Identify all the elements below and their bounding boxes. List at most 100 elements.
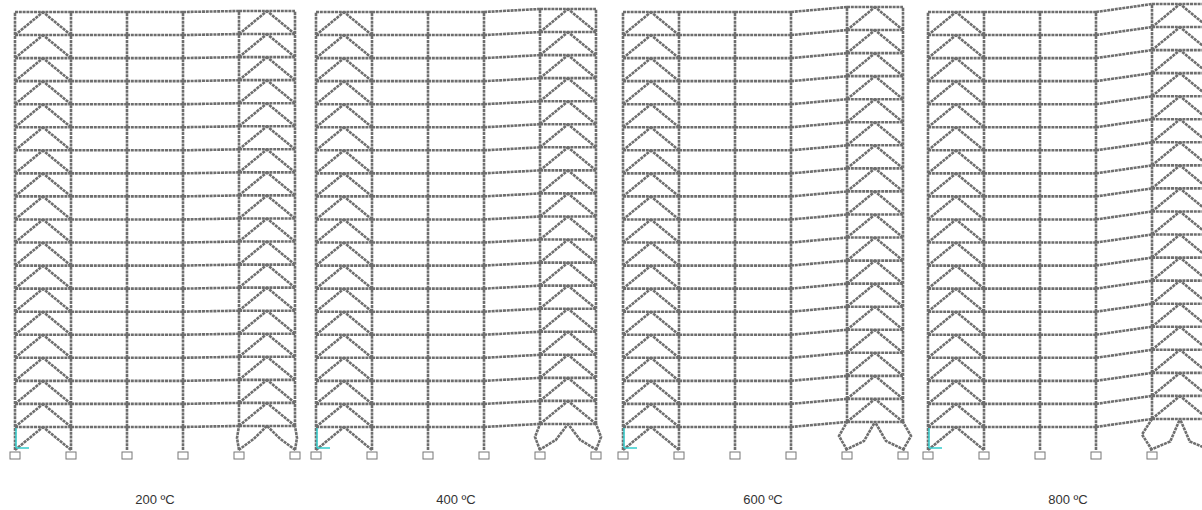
frame-member — [372, 310, 428, 313]
frame-member — [568, 263, 596, 286]
frame-member — [1152, 96, 1180, 119]
frame-member — [1151, 4, 1154, 27]
frame-member — [127, 103, 183, 106]
frame-member — [43, 35, 71, 58]
frame-member — [1180, 327, 1202, 350]
frame-member — [927, 12, 930, 35]
frame-member — [1151, 119, 1154, 142]
frame-member — [791, 238, 847, 243]
frame-member — [791, 99, 847, 104]
frame-member — [790, 150, 793, 173]
frame-member — [43, 289, 71, 312]
frame-member — [126, 427, 129, 450]
frame-member — [43, 358, 71, 381]
frame-member — [1040, 310, 1096, 313]
frame-member — [846, 53, 849, 76]
frame-member — [734, 243, 737, 266]
frame-member — [315, 127, 318, 150]
frame-member — [427, 289, 430, 312]
frame-member — [315, 243, 318, 266]
frame-member — [847, 330, 875, 353]
frame-member — [127, 241, 183, 244]
frame-member — [1096, 373, 1152, 381]
frame-member — [846, 376, 849, 399]
frame-member — [483, 335, 486, 358]
frame-member — [734, 335, 737, 358]
frame-member — [267, 172, 295, 195]
frame-member — [238, 34, 241, 57]
frame-member — [540, 193, 568, 216]
frame-member — [1039, 127, 1042, 150]
frame-member — [791, 422, 847, 427]
frame-member — [735, 333, 791, 336]
frame-member — [875, 399, 903, 422]
frame-member — [315, 219, 318, 242]
frame-member — [735, 34, 791, 37]
frame-member — [344, 289, 372, 312]
frame-member — [483, 312, 486, 335]
frame-member — [984, 310, 1040, 313]
frame-member — [902, 399, 905, 422]
frame-member — [984, 403, 1040, 406]
frame-member — [239, 357, 267, 380]
axis-marker — [624, 428, 637, 448]
frame-member — [1095, 150, 1098, 173]
frame-member — [568, 378, 596, 401]
frame-member — [183, 426, 239, 427]
frame-member — [540, 332, 568, 355]
frame-member — [344, 404, 372, 427]
frame-member — [267, 126, 295, 149]
frame-member — [540, 147, 568, 170]
frame-member — [539, 78, 542, 101]
frame-member — [651, 243, 679, 266]
frame-member — [983, 58, 986, 81]
frame-member — [622, 104, 625, 127]
frame-member — [734, 312, 737, 335]
frame-member — [846, 330, 849, 353]
frame-member — [1151, 142, 1154, 165]
frame-member — [651, 427, 679, 450]
frame-member — [238, 195, 241, 218]
frame-member — [267, 218, 295, 241]
frame-member — [1039, 312, 1042, 335]
frame-member — [956, 35, 984, 58]
frame-member — [14, 104, 17, 127]
frame-member — [43, 219, 71, 242]
frame-member — [622, 312, 625, 335]
frame-member — [14, 289, 17, 312]
frame-member — [927, 312, 930, 335]
frame-member — [839, 422, 847, 450]
frame-member — [568, 355, 596, 378]
frame-member — [239, 380, 267, 403]
frame-member — [1180, 27, 1202, 50]
frame-member — [651, 35, 679, 58]
frame-member — [928, 58, 956, 81]
frame-member — [71, 172, 127, 175]
frame-member — [127, 426, 183, 429]
frame-member — [15, 104, 43, 127]
frame-member — [371, 381, 374, 404]
frame-member — [371, 266, 374, 289]
frame-member — [983, 219, 986, 242]
frame-member — [183, 334, 239, 335]
frame-member — [127, 11, 183, 14]
frame-member — [679, 11, 735, 14]
frame-member — [928, 243, 956, 266]
frame-member — [126, 289, 129, 312]
frame-member — [679, 57, 735, 60]
frame-member — [735, 264, 791, 267]
frame-member — [428, 80, 484, 83]
frame-member — [928, 404, 956, 427]
frame-member — [956, 358, 984, 381]
frame-member — [623, 266, 651, 289]
frame-member — [43, 58, 71, 81]
frame-member — [371, 104, 374, 127]
frame-member — [539, 401, 542, 424]
frame-member — [182, 173, 185, 196]
frame-member — [1096, 235, 1152, 243]
frame-member — [1180, 373, 1202, 396]
frame-member — [1039, 289, 1042, 312]
frame-member — [902, 30, 905, 53]
frame-member — [70, 35, 73, 58]
frame-member — [903, 422, 911, 450]
